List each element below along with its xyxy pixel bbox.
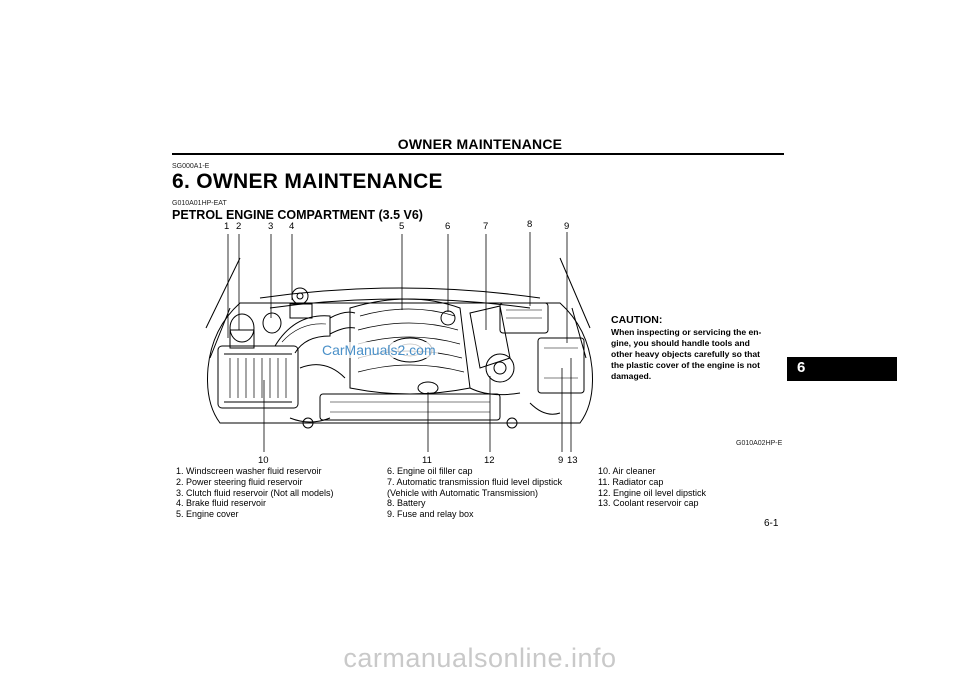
chapter-tab: 6 <box>787 357 897 381</box>
parts-list-column-2: 6. Engine oil filler cap 7. Automatic tr… <box>387 466 562 520</box>
list-item: 1. Windscreen washer fluid reservoir <box>176 466 322 476</box>
chapter-code: SG000A1-E <box>172 163 210 170</box>
caution-line: When inspecting or servicing the en- <box>611 327 762 337</box>
callout-9-bottom: 9 <box>558 455 564 466</box>
caution-line: other heavy objects carefully so that <box>611 349 761 359</box>
list-item: 13. Coolant reservoir cap <box>598 498 699 509</box>
callout-4: 4 <box>289 221 295 232</box>
parts-list-column-1: 1. Windscreen washer fluid reservoir 2. … <box>176 466 334 520</box>
page-header-title: OWNER MAINTENANCE <box>397 136 563 152</box>
watermark-bottom: carmanualsonline.info <box>343 643 617 673</box>
list-item: 7. Automatic transmission fluid level di… <box>387 476 563 487</box>
callout-3: 3 <box>268 221 274 232</box>
list-item: 12. Engine oil level dipstick <box>598 487 707 498</box>
figure-code: G010A02HP-E <box>736 440 783 447</box>
chapter-tab-number: 6 <box>797 359 806 376</box>
callout-10: 10 <box>258 455 269 466</box>
callout-5: 5 <box>399 221 405 232</box>
page-number: 6-1 <box>764 518 779 529</box>
caution-line: damaged. <box>611 371 652 381</box>
section-title: PETROL ENGINE COMPARTMENT (3.5 V6) <box>172 208 423 222</box>
list-item: 6. Engine oil filler cap <box>387 466 473 476</box>
list-item: (Vehicle with Automatic Transmission) <box>387 487 539 498</box>
list-item: 5. Engine cover <box>176 509 239 520</box>
callout-12: 12 <box>484 455 495 466</box>
section-code: G010A01HP-EAT <box>172 200 227 207</box>
caution-note: CAUTION: When inspecting or servicing th… <box>611 314 785 382</box>
list-item: 9. Fuse and relay box <box>387 509 474 520</box>
callout-9: 9 <box>564 221 570 232</box>
list-item: 10. Air cleaner <box>598 466 656 476</box>
callout-13: 13 <box>567 455 578 466</box>
list-item: 8. Battery <box>387 498 426 509</box>
parts-list-column-3: 10. Air cleaner 11. Radiator cap 12. Eng… <box>598 466 706 509</box>
caution-line: gine, you should handle tools and <box>611 338 750 348</box>
callout-1: 1 <box>224 221 230 232</box>
callout-11: 11 <box>422 455 432 466</box>
engine-compartment-illustration <box>205 232 593 452</box>
callout-2: 2 <box>236 221 242 232</box>
callout-6: 6 <box>445 221 451 232</box>
caution-body: When inspecting or servicing the en- gin… <box>611 327 785 382</box>
header-divider <box>172 153 784 155</box>
callout-7: 7 <box>483 221 489 232</box>
caution-title: CAUTION: <box>611 314 663 326</box>
chapter-title: 6. OWNER MAINTENANCE <box>172 170 443 193</box>
list-item: 3. Clutch fluid reservoir (Not all model… <box>176 487 334 498</box>
list-item: 2. Power steering fluid reservoir <box>176 476 303 487</box>
list-item: 4. Brake fluid reservoir <box>176 498 267 509</box>
list-item: 11. Radiator cap <box>598 476 664 487</box>
caution-line: the plastic cover of the engine is not <box>611 360 760 370</box>
callout-8: 8 <box>527 219 533 230</box>
watermark-overlay: CarManuals2.com <box>320 342 438 358</box>
